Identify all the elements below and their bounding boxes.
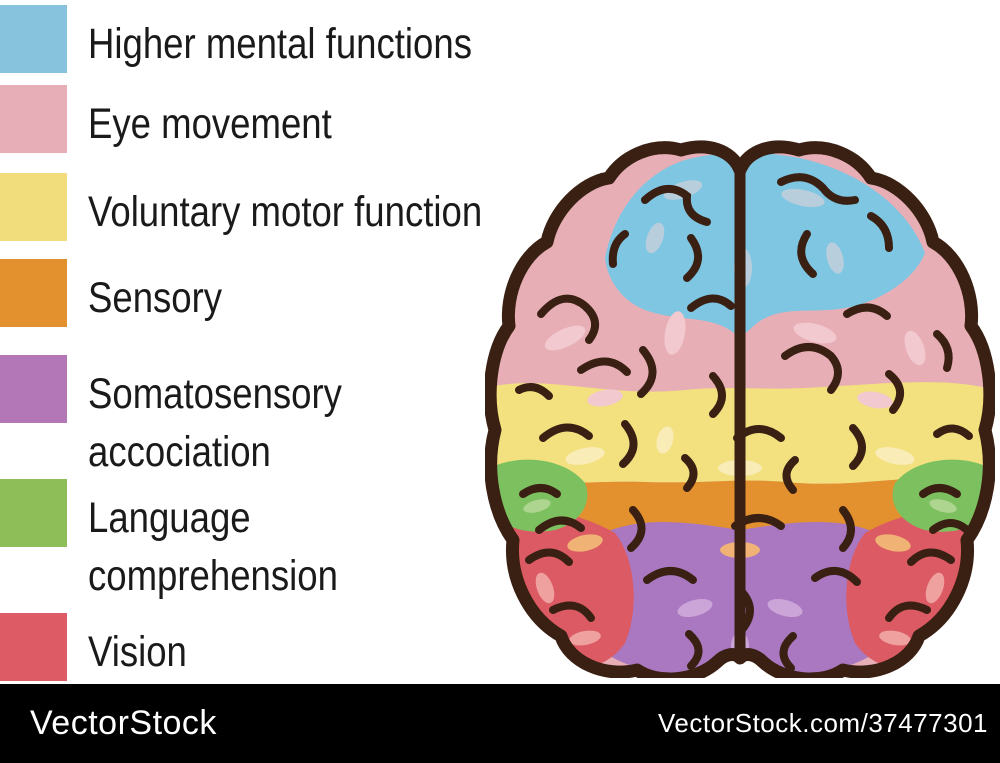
color-swatch-purple (0, 355, 67, 423)
highlights-red (535, 572, 945, 646)
gyrus-line (929, 519, 971, 534)
gyrus-line (525, 548, 573, 566)
gyrus-line (933, 424, 973, 440)
highlight-blob (587, 389, 623, 407)
highlight-blob (929, 499, 957, 513)
gyrus-line (627, 506, 646, 552)
highlights-green (523, 499, 957, 513)
gyrus-line (535, 516, 585, 534)
gyrus-line (781, 343, 842, 394)
highlight-blob (523, 499, 551, 513)
legend-label: Language comprehension (88, 494, 338, 600)
highlight-blob (879, 630, 911, 646)
region-language-comprehension-right (892, 459, 990, 532)
highlight-blob (793, 322, 837, 344)
gyrus-line (843, 303, 891, 320)
highlight-blob (664, 311, 686, 355)
legend-label: Somatosensory accociation (88, 370, 342, 476)
gyrus-line (919, 484, 961, 498)
gyrus-line (683, 234, 702, 282)
gyrus-line (549, 601, 595, 622)
color-swatch-orange (0, 259, 67, 327)
gyrus-line (577, 357, 631, 376)
legend-label: Eye movement (88, 100, 332, 148)
gyrus-line (933, 330, 953, 372)
highlight-blob (875, 447, 915, 465)
gyrus-line (885, 370, 904, 414)
gyrus-line (619, 420, 638, 468)
highlight-blob (875, 534, 911, 552)
highlight-blob (567, 534, 603, 552)
brain-top-view-svg (483, 140, 997, 686)
highlight-blob (535, 572, 555, 604)
gyrus-line (811, 567, 861, 586)
gyrus-line (539, 423, 593, 442)
gyrus-line (849, 424, 866, 470)
highlight-blob (767, 598, 803, 618)
gyrus-line (687, 294, 735, 312)
highlights-pink (544, 311, 926, 409)
highlight-blob (781, 188, 825, 208)
gyrus-line (641, 185, 711, 226)
highlight-blob (656, 426, 674, 454)
color-swatch-green (0, 479, 67, 547)
gyrus-line (681, 454, 698, 492)
image-credit-url: VectorStock.com/37477301 (658, 708, 988, 738)
gyrus-line (782, 456, 799, 494)
gyrus-line (515, 383, 553, 400)
gyrus-line (839, 506, 855, 552)
color-swatch-blue (0, 5, 67, 73)
highlight-blob (904, 330, 926, 366)
watermark-bar: VectorStock VectorStock.com/37477301 (0, 684, 1000, 763)
gyrus-line (643, 567, 697, 584)
brain-illustration (483, 138, 997, 686)
color-swatch-red (0, 613, 67, 681)
highlight-blob (677, 598, 713, 618)
gyrus-line (637, 346, 657, 398)
highlight-blob (544, 325, 586, 351)
gyrus-line (608, 230, 629, 268)
gyrus-line (885, 601, 931, 622)
gyrus-line (777, 173, 859, 205)
gyrus-line (907, 548, 955, 566)
gyrus-line (779, 632, 797, 672)
highlights-orange (567, 534, 911, 558)
gyrus-line (867, 212, 893, 252)
gyrus-line (537, 294, 599, 344)
legend-label: Sensory (88, 274, 223, 322)
color-swatch-yellow (0, 173, 67, 241)
highlight-blob (925, 572, 945, 604)
vectorstock-logo: VectorStock (30, 704, 217, 742)
gyrus-line (797, 230, 817, 278)
highlight-blob (857, 391, 893, 409)
color-swatch-pink (0, 85, 67, 153)
gyri-squiggles (515, 173, 973, 672)
brain-outline (483, 140, 997, 686)
highlight-blob (565, 447, 605, 465)
legend-label: Voluntary motor function (88, 188, 483, 236)
gyrus-line (685, 630, 703, 670)
region-language-comprehension-left (490, 459, 588, 532)
gyrus-line (709, 372, 726, 418)
gyrus-line (519, 484, 561, 498)
highlight-blob (645, 222, 665, 254)
legend-label: Higher mental functions (88, 20, 472, 68)
highlight-blob (569, 630, 601, 646)
highlight-blob (826, 242, 844, 274)
legend-label: Vision (88, 628, 187, 676)
